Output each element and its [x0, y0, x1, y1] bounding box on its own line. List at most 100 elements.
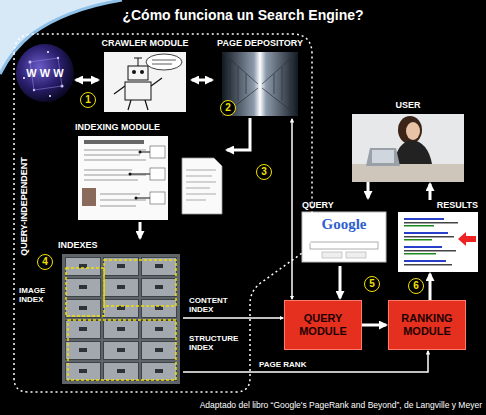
- connector-arrow: [183, 351, 428, 372]
- indexed-document: [182, 158, 222, 214]
- callout-number: 4: [37, 254, 53, 270]
- callout-number: 5: [364, 276, 380, 292]
- module-heading: INDEXING MODULE: [75, 122, 160, 133]
- indexed-document: [130, 152, 150, 198]
- diagram-title: ¿Cómo funciona un Search Engine?: [122, 7, 363, 24]
- crawler-cartoon: [152, 60, 176, 64]
- connector-arrow: [362, 324, 386, 327]
- user-photo: [372, 150, 394, 163]
- indexed-document: [78, 136, 168, 220]
- crawler-cartoon: [134, 58, 142, 66]
- results-page-picture: [404, 225, 434, 227]
- module-title: QUERY MODULE: [288, 312, 358, 338]
- results-page-picture: [404, 232, 448, 234]
- search-box-picture: [310, 242, 378, 249]
- crawler-cartoon: [104, 52, 186, 112]
- indexed-document: [78, 136, 222, 220]
- user-photo: [352, 164, 464, 182]
- label-holder: IMAGE INDEX: [18, 286, 60, 304]
- results-page-picture: [404, 218, 444, 220]
- index-label: IMAGE INDEX: [18, 286, 60, 304]
- indexed-document: [150, 168, 165, 180]
- module-heading: USER: [395, 100, 420, 111]
- region-label: QUERY-INDEPENDENT: [19, 157, 30, 256]
- module-heading: QUERY: [302, 200, 334, 211]
- globe-picture: [23, 77, 25, 79]
- ranking-module-box: RANKING MODULE: [388, 300, 466, 350]
- indexed-document: [150, 192, 165, 204]
- results-page-picture: [404, 260, 446, 262]
- label-holder: 4: [37, 254, 53, 270]
- search-box-picture: [346, 252, 366, 258]
- crawler-cartoon: [125, 82, 151, 100]
- user-photo: [366, 148, 400, 166]
- crawler-cartoon: [132, 70, 136, 74]
- connector-arrow: [429, 274, 432, 300]
- module-heading: PAGE DEPOSITORY: [217, 38, 303, 49]
- region-outline: [10, 32, 316, 396]
- indexed-document: [82, 188, 96, 206]
- results-page-picture: [404, 246, 442, 248]
- label-holder: STRUCTURE INDEX: [188, 334, 242, 352]
- label-holder: 1: [80, 92, 96, 108]
- filing-cabinet: [68, 320, 176, 380]
- user-photo: [352, 114, 464, 182]
- connector-arrow: [183, 317, 283, 319]
- user-photo: [406, 122, 420, 140]
- crawler-cartoon: [114, 78, 162, 110]
- www-globe: W W W: [16, 44, 74, 102]
- callout-number: 3: [256, 164, 272, 180]
- query-module-box: QUERY MODULE: [284, 300, 362, 350]
- results-page-picture: [404, 236, 454, 238]
- query-box: QUERY Google: [302, 200, 386, 266]
- globe-picture: [49, 95, 51, 97]
- search-box-picture: [302, 212, 386, 262]
- label-holder: 3: [256, 164, 272, 180]
- user-photo: [394, 140, 432, 164]
- crawler-module: CRAWLER MODULE: [100, 38, 190, 114]
- crawler-cartoon: [140, 70, 144, 74]
- label-holder: 5: [364, 276, 380, 292]
- results-page-picture: [404, 253, 436, 255]
- indexed-document: [139, 151, 142, 154]
- indexed-document: [84, 140, 144, 144]
- edge-label-holder: PAGE RANK: [258, 360, 307, 369]
- title-holder: ¿Cómo funciona un Search Engine?: [122, 7, 363, 24]
- diagram-caption: Adaptado del libro “Google's PageRank an…: [200, 400, 482, 410]
- label-holder: 6: [408, 278, 424, 294]
- results-page-picture: [398, 212, 478, 272]
- module-heading: INDEXES: [58, 240, 98, 251]
- results-page-picture: [404, 250, 456, 252]
- filing-cabinet: [64, 256, 178, 382]
- user-photo: [352, 114, 464, 182]
- results-page-picture: [458, 232, 476, 246]
- indexed-document: [186, 170, 216, 200]
- google-logo: Google: [322, 216, 367, 233]
- connector-arrow: [291, 119, 293, 299]
- indexed-document: [135, 197, 138, 200]
- callout-number: 2: [220, 100, 236, 116]
- callout-number: 1: [80, 92, 96, 108]
- filing-cabinet: [66, 268, 104, 316]
- region-outline: [14, 34, 312, 392]
- caption-holder: Adaptado del libro “Google's PageRank an…: [200, 400, 482, 410]
- results-page: RESULTS: [396, 200, 478, 272]
- index-label: STRUCTURE INDEX: [188, 334, 242, 352]
- module-title: RANKING MODULE: [392, 312, 462, 338]
- search-box-picture: [302, 212, 386, 262]
- results-page-picture: [404, 239, 432, 241]
- edge-label: PAGE RANK: [258, 360, 307, 369]
- module-heading: CRAWLER MODULE: [102, 38, 189, 49]
- connector-arrow: [429, 184, 432, 200]
- connector-arrow: [367, 182, 370, 198]
- indexed-document: [129, 173, 132, 176]
- results-page-picture: [404, 264, 452, 266]
- globe-text: W W W: [26, 67, 63, 80]
- results-page-picture: [404, 222, 458, 224]
- search-box-picture: [322, 252, 342, 258]
- connector-arrow: [76, 79, 98, 82]
- connector-arrow: [227, 118, 250, 150]
- filing-cabinet: [62, 254, 180, 384]
